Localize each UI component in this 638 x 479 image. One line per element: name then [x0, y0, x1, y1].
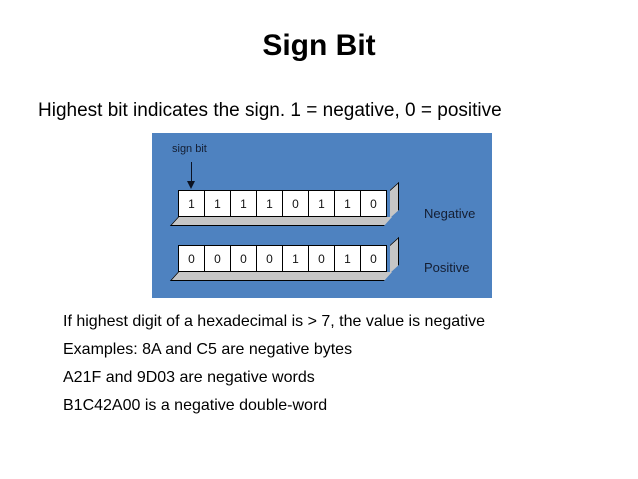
- byte-row-right-face: [390, 236, 399, 273]
- byte-row-label-positive: Positive: [424, 260, 470, 275]
- bullet-item: A21F and 9D03 are negative words: [63, 369, 315, 386]
- bit-cell[interactable]: 0: [204, 245, 231, 272]
- byte-row-bottom-face: [169, 217, 392, 226]
- arrow-shaft: [191, 162, 192, 182]
- byte-row-label-negative: Negative: [424, 206, 476, 221]
- bit-cell[interactable]: 1: [282, 245, 309, 272]
- bit-cell[interactable]: 1: [334, 245, 361, 272]
- byte-row-right-face: [390, 181, 399, 218]
- bit-cell[interactable]: 0: [178, 245, 205, 272]
- bit-cell[interactable]: 1: [178, 190, 205, 217]
- bit-cell[interactable]: 1: [204, 190, 231, 217]
- bit-cell[interactable]: 1: [230, 190, 257, 217]
- bit-cell[interactable]: 0: [308, 245, 335, 272]
- page-title: Sign Bit: [262, 29, 376, 62]
- bit-cell-group-negative: 1 1 1 1 0 1 1 0: [178, 190, 387, 217]
- bit-cell[interactable]: 0: [360, 245, 387, 272]
- down-arrow-icon: [185, 162, 198, 190]
- sign-bit-annotation-label: sign bit: [172, 143, 207, 155]
- bit-cell[interactable]: 0: [360, 190, 387, 217]
- byte-row-negative: 1 1 1 1 0 1 1 0: [169, 181, 399, 226]
- bit-cell-group-positive: 0 0 0 0 1 0 1 0: [178, 245, 387, 272]
- bit-cell[interactable]: 1: [308, 190, 335, 217]
- slide-subtitle: Highest bit indicates the sign. 1 = nega…: [38, 100, 502, 121]
- bullet-list: If highest digit of a hexadecimal is > 7…: [63, 308, 623, 420]
- byte-row-bottom-face: [169, 272, 392, 281]
- bullet-item: B1C42A00 is a negative double-word: [63, 397, 328, 414]
- bit-cell[interactable]: 0: [256, 245, 283, 272]
- bit-cell[interactable]: 1: [256, 190, 283, 217]
- bit-cell[interactable]: 1: [334, 190, 361, 217]
- sign-bit-diagram: sign bit 1 1 1 1 0 1 1 0 Negative 0 0 0 …: [152, 133, 492, 298]
- bit-cell[interactable]: 0: [230, 245, 257, 272]
- bullet-item: If highest digit of a hexadecimal is > 7…: [63, 313, 486, 330]
- bit-cell[interactable]: 0: [282, 190, 309, 217]
- arrow-head: [187, 181, 195, 189]
- bullet-item: Examples: 8A and C5 are negative bytes: [63, 341, 353, 358]
- byte-row-positive: 0 0 0 0 1 0 1 0: [169, 236, 399, 281]
